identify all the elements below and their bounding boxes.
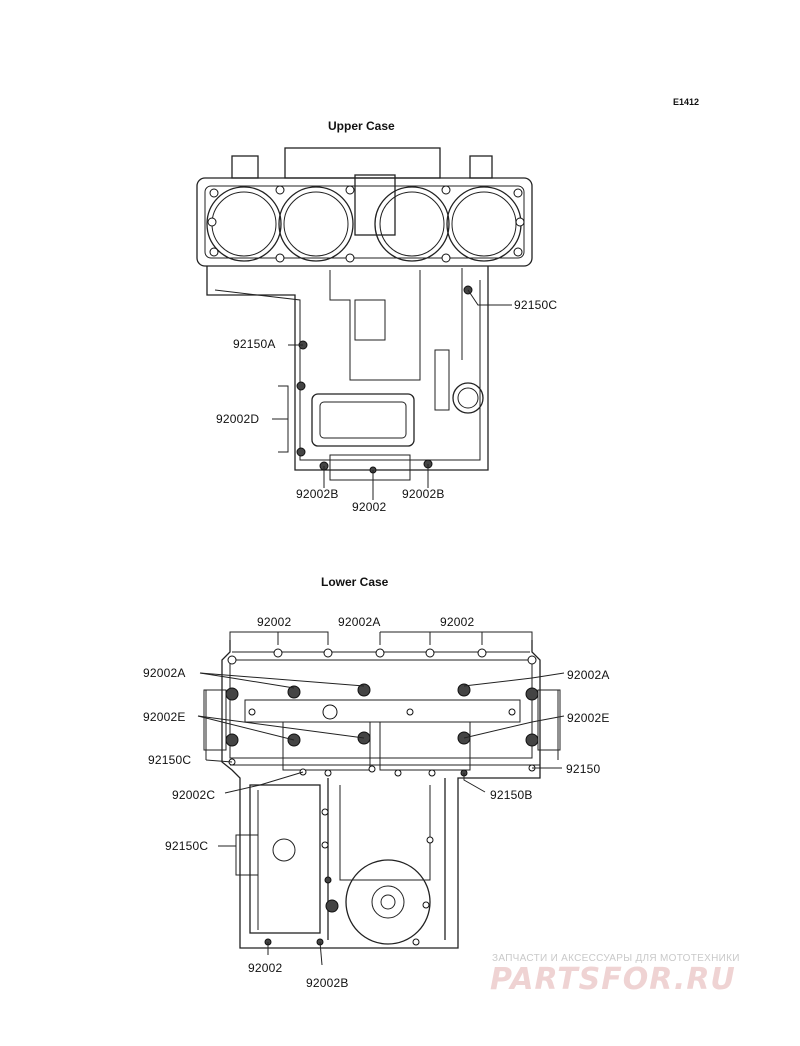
watermark-caption: ЗАПЧАСТИ И АКСЕССУАРЫ ДЛЯ МОТОТЕХНИКИ <box>492 953 740 964</box>
label-right-92150: 92150 <box>566 762 601 776</box>
lower-case-bolts <box>225 648 539 946</box>
label-top-92002A: 92002A <box>338 615 381 629</box>
lower-case-title: Lower Case <box>321 575 389 589</box>
label-bottom-92002: 92002 <box>248 961 283 975</box>
upper-case-leader-lines <box>272 289 512 500</box>
diagram-code: E1412 <box>673 97 700 107</box>
label-top-92002-right: 92002 <box>440 615 475 629</box>
label-92150A: 92150A <box>233 337 276 351</box>
label-left-92002A: 92002A <box>143 666 186 680</box>
upper-case-outline <box>196 147 533 481</box>
label-left-92002E: 92002E <box>143 710 186 724</box>
label-92002D: 92002D <box>216 412 260 426</box>
label-right-92002A: 92002A <box>567 668 610 682</box>
label-92002-upper: 92002 <box>352 500 387 514</box>
label-92002B-upper-right: 92002B <box>402 487 445 501</box>
upper-case-bolts <box>296 285 473 474</box>
watermark-logo: PARTSFOR.RU <box>490 962 736 997</box>
label-92002B-upper-left: 92002B <box>296 487 339 501</box>
label-92150C-upper: 92150C <box>514 298 558 312</box>
label-bottom-92002B: 92002B <box>306 976 349 990</box>
label-side-92150C: 92150C <box>165 839 209 853</box>
lower-case-leader-lines <box>197 631 565 966</box>
label-92002C: 92002C <box>172 788 216 802</box>
label-92150B: 92150B <box>490 788 533 802</box>
label-left-92150C: 92150C <box>148 753 192 767</box>
label-right-92002E: 92002E <box>567 711 610 725</box>
upper-case-title: Upper Case <box>328 119 395 133</box>
label-top-92002-left: 92002 <box>257 615 292 629</box>
